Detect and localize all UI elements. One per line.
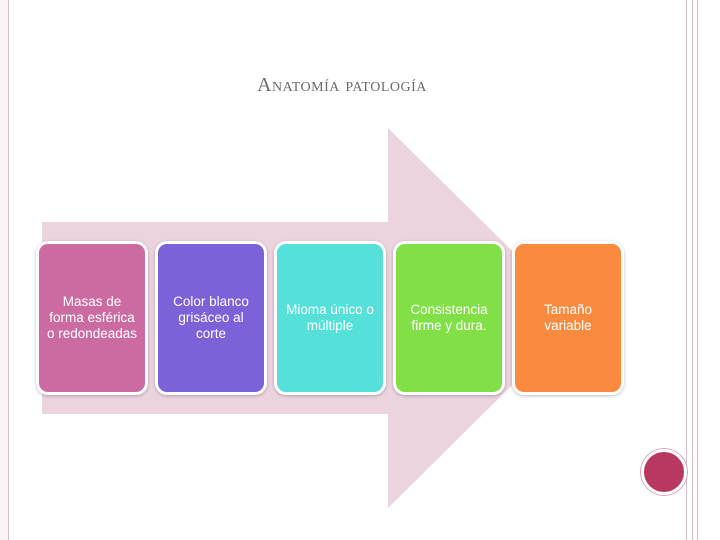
right-frame-line: [686, 0, 687, 540]
slide-title: Anatomía patología: [257, 74, 427, 96]
right-frame-line: [692, 0, 693, 540]
step-box-5: Tamaño variable: [512, 241, 624, 395]
step-box-4: Consistencia firme y dura.: [393, 241, 505, 395]
step-label: Consistencia firme y dura.: [410, 302, 488, 333]
step-label: Tamaño variable: [543, 302, 593, 333]
step-label: Mioma único o múltiple: [286, 302, 374, 333]
step-box-2: Color blanco grisáceo al corte: [155, 241, 267, 395]
step-box-1: Masas de forma esférica o redondeadas: [36, 241, 148, 395]
accent-circle: [641, 449, 687, 495]
right-frame-line: [697, 0, 698, 540]
step-label: Masas de forma esférica o redondeadas: [46, 294, 138, 341]
step-label: Color blanco grisáceo al corte: [173, 294, 249, 341]
left-frame-border: [0, 0, 9, 540]
step-box-3: Mioma único o múltiple: [274, 241, 386, 395]
